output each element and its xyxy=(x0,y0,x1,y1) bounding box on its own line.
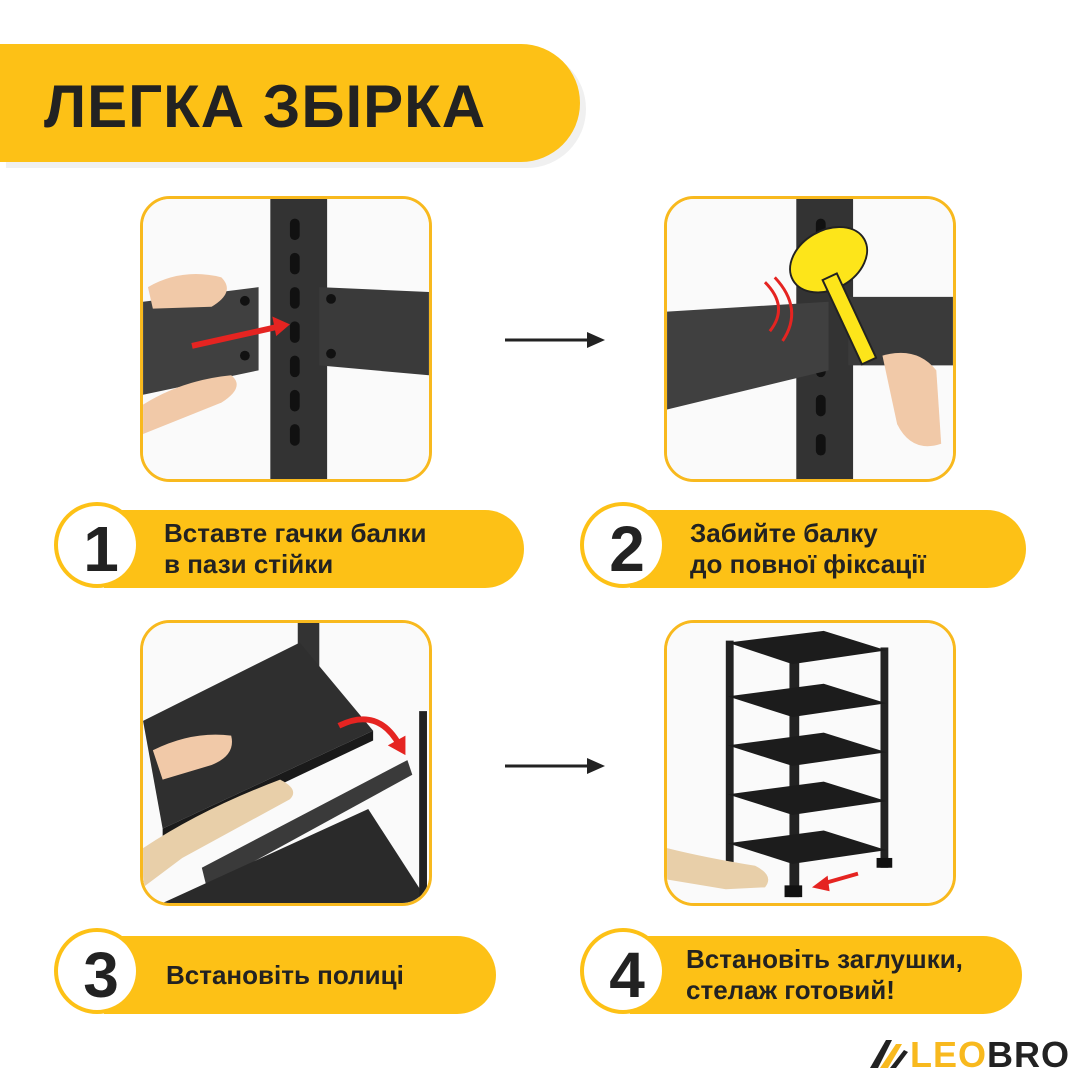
step-number: 3 xyxy=(83,939,119,1011)
step-text-line1: Встановіть полиці xyxy=(166,960,404,990)
step-text-line2: в пази стійки xyxy=(164,549,334,579)
step-1-illustration xyxy=(140,196,432,482)
step-text: Забийте балку до повної фіксації xyxy=(690,518,926,580)
step-text: Вставте гачки балки в пази стійки xyxy=(164,518,426,580)
logo-mark-icon xyxy=(870,1040,908,1068)
step-pill xyxy=(630,936,1022,1014)
step-number-circle: 4 xyxy=(580,928,666,1014)
step-text-line1: Встановіть заглушки, xyxy=(686,944,963,974)
step-number-circle: 3 xyxy=(54,928,140,1014)
step-pill xyxy=(104,936,496,1014)
step-text: Встановіть заглушки, стелаж готовий! xyxy=(686,944,963,1006)
logo-text-leo: LEO xyxy=(910,1034,988,1075)
step-2-label: 2 Забийте балку до повної фіксації xyxy=(580,502,1030,592)
page-title: ЛЕГКА ЗБІРКА xyxy=(44,73,487,140)
step-pill xyxy=(630,510,1026,588)
step-3-illustration xyxy=(140,620,432,906)
beam-insert-illustration xyxy=(143,199,429,479)
step-text: Встановіть полиці xyxy=(166,960,404,991)
step-number: 4 xyxy=(609,939,645,1011)
step-text-line1: Вставте гачки балки xyxy=(164,518,427,548)
step-text-line1: Забийте балку xyxy=(690,518,878,548)
logo-text-bro: BRO xyxy=(987,1034,1071,1075)
step-number-circle: 1 xyxy=(54,502,140,588)
logo-text: LEOBRO xyxy=(910,1034,1070,1076)
step-2-illustration xyxy=(664,196,956,482)
step-1-label: 1 Вставте гачки балки в пази стійки xyxy=(54,502,524,592)
step-text-line2: до повної фіксації xyxy=(690,549,926,579)
arrow-right-icon xyxy=(505,758,605,774)
hammer-beam-illustration xyxy=(667,199,953,479)
step-4-illustration xyxy=(664,620,956,906)
step-number-circle: 2 xyxy=(580,502,666,588)
step-number: 2 xyxy=(609,513,645,585)
shelf-install-illustration xyxy=(143,623,429,903)
step-number: 1 xyxy=(83,513,119,585)
finished-rack-illustration xyxy=(667,623,953,903)
step-pill xyxy=(104,510,524,588)
step-4-label: 4 Встановіть заглушки, стелаж готовий! xyxy=(580,928,1030,1018)
step-text-line2: стелаж готовий! xyxy=(686,975,895,1005)
arrow-right-icon xyxy=(505,332,605,348)
title-banner: ЛЕГКА ЗБІРКА xyxy=(0,44,580,162)
step-3-label: 3 Встановіть полиці xyxy=(54,928,504,1018)
